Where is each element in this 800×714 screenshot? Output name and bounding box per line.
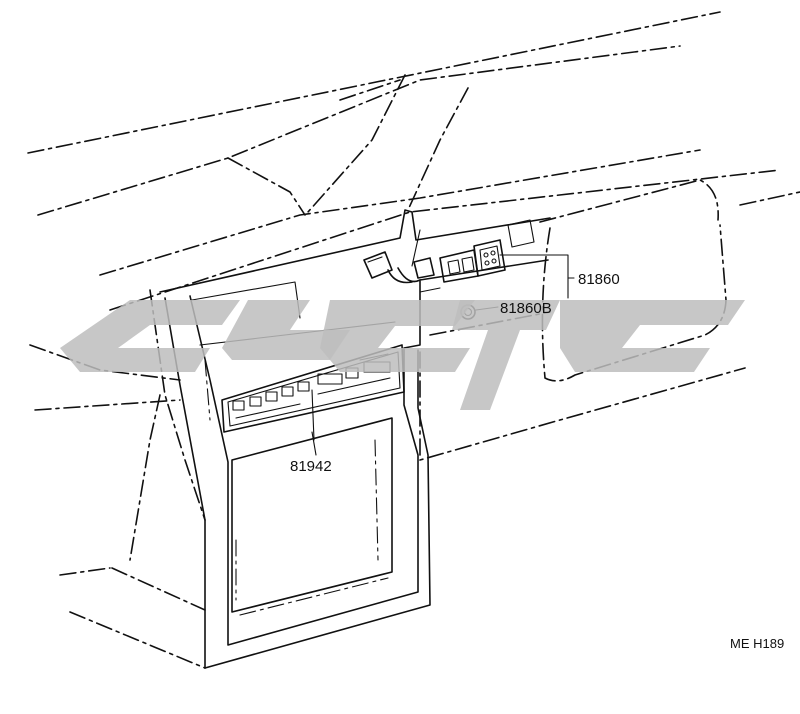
label-81860b: 81860B xyxy=(500,300,552,317)
label-81942: 81942 xyxy=(290,458,332,475)
watermark-logo xyxy=(60,300,745,410)
windshield-outline xyxy=(27,11,800,311)
drawing-code: ME H189 xyxy=(730,636,784,651)
dashboard-lower xyxy=(29,289,206,669)
label-81860: 81860 xyxy=(578,271,620,288)
switch-assembly xyxy=(363,219,535,320)
